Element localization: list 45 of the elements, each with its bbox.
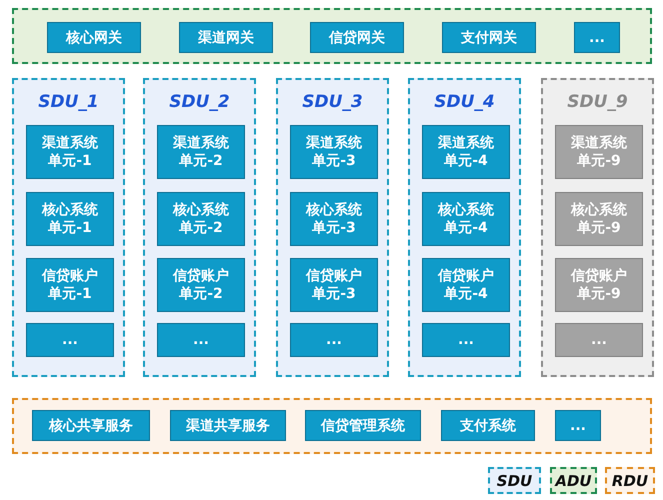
panel-title: SDU_1 [37,92,100,112]
system-box: ... [555,410,601,441]
system-box: ... [157,323,245,357]
unit-panel [143,78,256,377]
system-box: 信贷账户单元-1 [26,258,114,312]
legend-label: ADU [555,472,592,490]
panel-title: SDU_9 [566,92,629,112]
system-box: 信贷账户单元-9 [555,258,643,312]
legend-label: RDU [612,472,648,490]
panel-title: SDU_4 [433,92,496,112]
system-box: 信贷账户单元-4 [422,258,510,312]
service-panel [12,398,652,454]
system-box: 核心共享服务 [32,410,150,441]
system-box: 渠道网关 [179,22,273,53]
panel-title: SDU_3 [301,92,364,112]
legend-label: SDU [496,472,532,490]
system-box: 渠道系统单元-9 [555,125,643,179]
system-box: 核心系统单元-1 [26,192,114,246]
system-box: 核心系统单元-3 [290,192,378,246]
panel-title: SDU_2 [168,92,231,112]
system-box: 渠道系统单元-1 [26,125,114,179]
system-box: 核心系统单元-4 [422,192,510,246]
unit-panel [541,78,654,377]
system-box: 核心系统单元-2 [157,192,245,246]
gateway-panel [12,8,652,64]
system-box: 信贷网关 [310,22,404,53]
system-box: 信贷账户单元-3 [290,258,378,312]
unit-panel [12,78,125,377]
system-box: 信贷管理系统 [305,410,421,441]
system-box: 核心系统单元-9 [555,192,643,246]
system-box: ... [555,323,643,357]
system-box: ... [290,323,378,357]
system-box: 支付网关 [442,22,536,53]
unit-panel [408,78,521,377]
system-box: 信贷账户单元-2 [157,258,245,312]
system-box: ... [26,323,114,357]
system-box: ... [574,22,620,53]
system-box: 渠道系统单元-3 [290,125,378,179]
system-box: 渠道共享服务 [170,410,286,441]
system-box: 核心网关 [47,22,141,53]
system-box: 渠道系统单元-2 [157,125,245,179]
system-box: 渠道系统单元-4 [422,125,510,179]
unit-panel [276,78,389,377]
system-box: ... [422,323,510,357]
system-box: 支付系统 [441,410,535,441]
